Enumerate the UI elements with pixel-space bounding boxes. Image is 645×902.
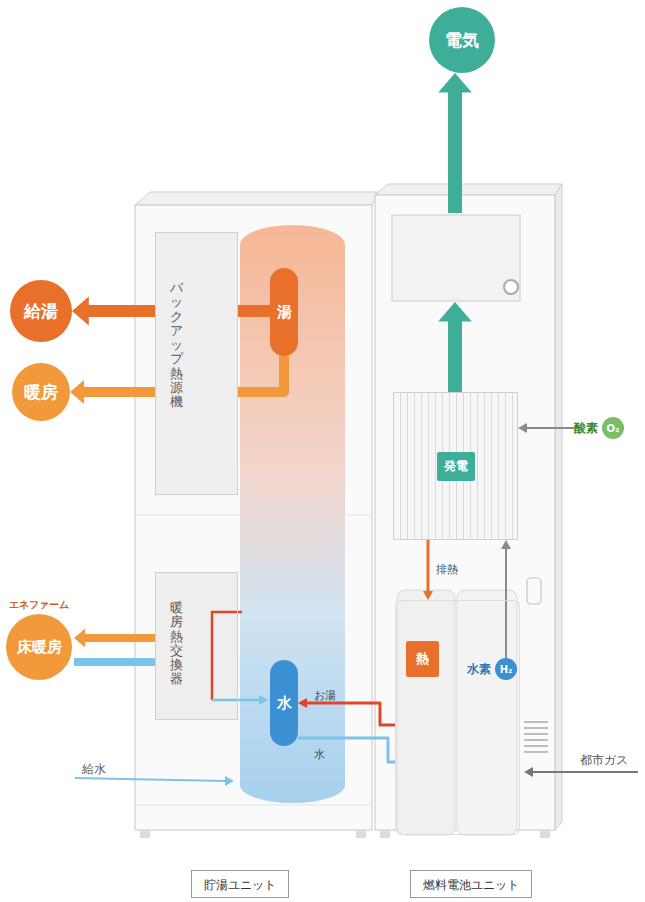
fuel-cell-housing: [375, 184, 562, 838]
caption-text: 貯湯ユニット: [204, 878, 276, 892]
water-inlet-head: [225, 776, 234, 786]
connector-line: [427, 540, 430, 592]
tank-label-pill: 水: [270, 660, 298, 746]
connector: [74, 662, 155, 663]
edge-label: お湯: [314, 689, 336, 702]
arrowhead: [501, 540, 511, 549]
water-inlet-arrow: [75, 778, 226, 781]
housing-side: [555, 184, 562, 830]
arrowhead: [72, 297, 89, 326]
edge-label: 排熱: [436, 563, 458, 576]
connector-line: [505, 548, 507, 658]
edge-label-box: 水: [314, 743, 325, 762]
edge-label-box: 排熱: [436, 558, 458, 577]
vent: [524, 722, 548, 752]
power-conditioner: [392, 215, 520, 301]
gas-badge: 水素H₂: [467, 658, 517, 680]
output-circle-disc: 床暖房: [6, 614, 72, 680]
connector-line: [306, 703, 395, 725]
gas-name: 水素: [467, 661, 491, 678]
free-label-box: 都市ガス: [580, 749, 628, 769]
arrowhead: [438, 73, 472, 93]
unit-caption: 貯湯ユニット: [191, 870, 289, 898]
stack-label: 発電: [437, 452, 475, 481]
output-circle: 給湯: [10, 280, 72, 342]
node-label: 電気: [445, 29, 479, 52]
connector: [438, 73, 472, 392]
gas-name: 酸素: [574, 420, 598, 437]
connector-line: [298, 738, 395, 762]
connector-line: [448, 320, 462, 392]
arrowhead: [70, 380, 84, 404]
panel-seam: [135, 805, 372, 806]
connector: [298, 738, 395, 762]
heat-label: 熱: [406, 641, 439, 677]
gas-symbol: H₂: [495, 658, 517, 680]
gas-inlet-head: [524, 767, 533, 777]
handle: [527, 578, 541, 604]
connector-line: [448, 91, 462, 213]
connector-line: [74, 658, 155, 666]
unit-caption: 燃料電池ユニット: [410, 870, 532, 898]
arrowhead: [518, 423, 527, 433]
gas-inlet-arrow: [532, 771, 638, 773]
storage-housing: [135, 192, 378, 838]
output-circle: 電気: [429, 7, 495, 73]
edge-label-box: お湯: [314, 684, 336, 703]
node-label: 暖房: [24, 381, 58, 404]
connector: [518, 423, 574, 433]
connector: [423, 540, 433, 600]
caption-text: 燃料電池ユニット: [423, 878, 519, 892]
heat-exchanger-box: 暖房熱交換器: [155, 572, 238, 720]
inlet-label: 給水: [82, 762, 106, 776]
tank-label-pill: 湯: [270, 268, 298, 356]
node-label: 湯: [277, 303, 292, 322]
pipe-arrowhead: [259, 695, 268, 705]
edge-label: 水: [314, 748, 325, 761]
node-label: 給湯: [24, 300, 58, 323]
exchanger-pipe: [212, 699, 261, 702]
housing-top: [375, 184, 562, 195]
connector-line: [526, 427, 574, 429]
fuel-cell-stack: 発電: [393, 392, 518, 540]
reformer-cylinder: [397, 590, 455, 835]
gas-badge: 酸素O₂: [574, 417, 624, 439]
output-circle: エネファーム床暖房: [4, 598, 74, 686]
connector: [74, 628, 155, 647]
arrowhead: [438, 302, 472, 322]
arrowhead: [298, 698, 307, 708]
connector: [501, 540, 511, 658]
arrowhead: [74, 628, 85, 647]
housing-top: [135, 192, 378, 205]
free-label-box: 給水: [82, 758, 106, 778]
foot: [540, 830, 550, 838]
housing-front: [135, 205, 372, 830]
inlet-label: 都市ガス: [580, 753, 628, 767]
heat-exchanger-fill: [155, 572, 238, 720]
foot: [356, 830, 366, 838]
arrowhead: [423, 591, 433, 600]
small-heading: エネファーム: [4, 598, 74, 612]
foot: [380, 830, 390, 838]
connector-port: [504, 280, 518, 294]
backup-heater-box: バックアップ熱源機: [155, 232, 238, 495]
connector-line: [84, 634, 155, 642]
output-circle: 暖房: [12, 363, 70, 421]
foot: [140, 830, 150, 838]
reformer-cylinder: [457, 590, 517, 835]
vertical-label: バックアップ熱源機: [170, 281, 183, 410]
node-label: 水: [277, 694, 292, 713]
reformer-box: 熱水素H₂: [395, 600, 520, 835]
vertical-label: 暖房熱交換器: [170, 601, 183, 687]
node-label: 床暖房: [17, 638, 62, 657]
gas-symbol: O₂: [602, 417, 624, 439]
connector: [298, 698, 395, 725]
